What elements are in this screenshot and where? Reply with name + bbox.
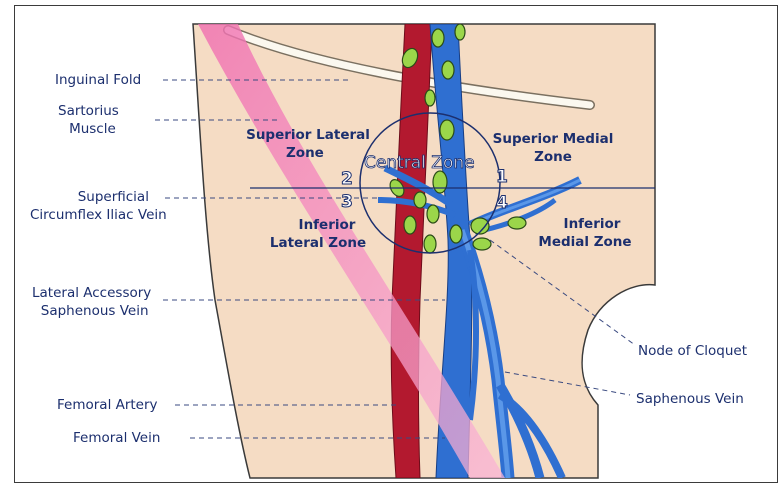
zone-inferior-lateral-line2: Lateral Zone — [258, 234, 378, 252]
label-inguinal-fold: Inguinal Fold — [55, 71, 141, 89]
zone-inferior-medial-line2: Medial Zone — [530, 233, 640, 251]
zone-superior-medial: Superior Medial Zone — [478, 130, 628, 166]
zone-superior-medial-line1: Superior Medial — [478, 130, 628, 148]
label-femoral-artery: Femoral Artery — [57, 396, 158, 414]
zone-number-4: 4 — [496, 194, 508, 212]
zone-number-2: 2 — [341, 170, 353, 188]
label-lateral-line1: Lateral Accessory — [32, 284, 151, 302]
label-saphenous-vein: Saphenous Vein — [636, 390, 744, 408]
label-superficial-line2: Circumflex Iliac Vein — [30, 206, 167, 224]
label-lateral-line2: Saphenous Vein — [32, 302, 151, 320]
label-node-of-cloquet: Node of Cloquet — [638, 342, 747, 360]
zone-number-1: 1 — [496, 168, 508, 186]
zone-inferior-medial-line1: Inferior — [530, 215, 640, 233]
zone-superior-lateral-line2: Zone — [238, 144, 378, 162]
zone-inferior-lateral-line1: Inferior — [258, 216, 378, 234]
label-lateral-accessory-saphenous-vein: Lateral Accessory Saphenous Vein — [32, 284, 151, 320]
label-superficial-circumflex-iliac-vein: Superficial Circumflex Iliac Vein — [30, 188, 167, 224]
label-sartorius-muscle: Sartorius Muscle — [58, 102, 119, 138]
zone-inferior-medial: Inferior Medial Zone — [530, 215, 640, 251]
label-femoral-vein: Femoral Vein — [73, 429, 160, 447]
zone-inferior-lateral: Inferior Lateral Zone — [258, 216, 378, 252]
zone-central: Central Zone — [364, 153, 475, 173]
zone-superior-medial-line2: Zone — [478, 148, 628, 166]
zone-number-3: 3 — [341, 193, 353, 211]
zone-superior-lateral: Superior Lateral Zone — [238, 126, 378, 162]
label-superficial-line1: Superficial — [30, 188, 167, 206]
zone-superior-lateral-line1: Superior Lateral — [238, 126, 378, 144]
label-sartorius-line1: Sartorius — [58, 102, 119, 120]
label-sartorius-line2: Muscle — [58, 120, 119, 138]
